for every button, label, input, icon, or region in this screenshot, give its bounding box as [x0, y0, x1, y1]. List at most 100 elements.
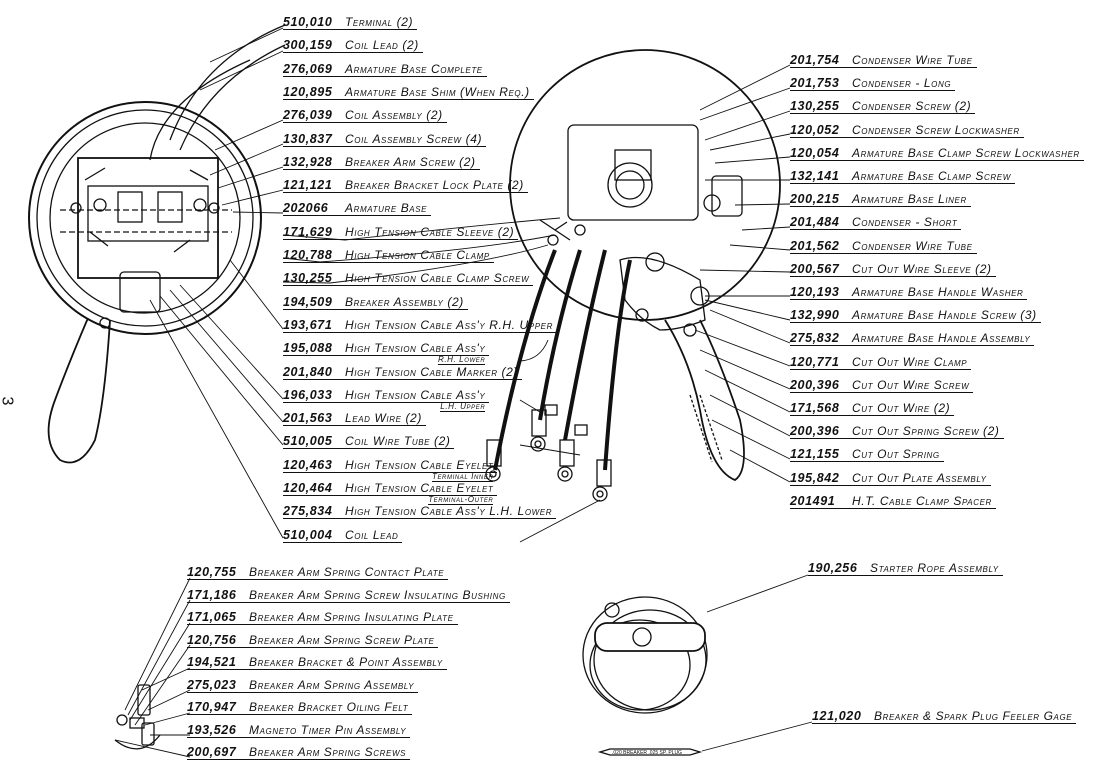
part-name: High Tension Cable Eyelet: [345, 457, 494, 472]
part-name: High Tension Cable Sleeve (2): [345, 224, 515, 239]
part-number: 275,832: [790, 331, 840, 346]
part-name: Breaker Arm Spring Screws: [249, 745, 407, 759]
part-name: Armature Base Clamp Screw: [852, 169, 1011, 183]
part-label: 201491 H.T. Cable Clamp Spacer: [790, 494, 996, 509]
part-number: 171,065: [187, 610, 237, 624]
part-number: 132,928: [283, 154, 333, 169]
part-name: High Tension Cable Ass'y: [345, 387, 486, 402]
part-label: 130,255 High Tension Cable Clamp Screw: [283, 271, 534, 287]
part-number: 120,464: [283, 481, 333, 495]
part-name: Condenser - Short: [852, 215, 958, 230]
part-subname: R.H. Lower: [437, 355, 486, 366]
part-name: Lead Wire (2): [345, 411, 422, 426]
part-number: 201,840: [283, 364, 333, 379]
part-number: 171,186: [187, 587, 237, 602]
part-name: High Tension Cable Eyelet: [345, 481, 494, 495]
part-number: 194,521: [187, 655, 237, 669]
part-label: 194,509 Breaker Assembly (2): [283, 295, 468, 310]
part-number: 275,023: [187, 677, 237, 692]
part-name: Coil Lead: [345, 527, 399, 542]
part-name: High Tension Cable Ass'y: [345, 341, 486, 356]
part-number: 200,396: [790, 377, 840, 392]
part-number: 120,771: [790, 354, 840, 369]
part-name: Breaker & Spark Plug Feeler Gage: [874, 709, 1073, 723]
part-name: Armature Base Handle Assembly: [852, 331, 1031, 346]
part-name: Armature Base Liner: [852, 192, 967, 207]
part-name: Cut Out Wire Sleeve (2): [852, 261, 992, 276]
part-name: Magneto Timer Pin Assembly: [249, 722, 407, 737]
part-number: 120,052: [790, 122, 840, 137]
part-number: 130,837: [283, 131, 333, 146]
part-number: 130,255: [790, 99, 840, 114]
part-name: High Tension Cable Clamp Screw: [345, 271, 530, 286]
part-number: 196,033: [283, 387, 333, 402]
part-number: 170,947: [187, 700, 237, 714]
part-label: 275,023 Breaker Arm Spring Assembly: [187, 677, 419, 693]
part-name: Cut Out Spring: [852, 447, 940, 462]
part-number: 202066: [283, 201, 329, 216]
part-name: Breaker Bracket Lock Plate (2): [345, 178, 524, 193]
part-number: 193,671: [283, 317, 333, 332]
part-name: Condenser Screw (2): [852, 99, 972, 114]
part-number: 130,255: [283, 271, 333, 286]
part-number: 195,842: [790, 470, 840, 485]
part-number: 195,088: [283, 341, 333, 356]
part-name: Breaker Arm Spring Assembly: [249, 677, 415, 692]
part-name: Condenser Wire Tube: [852, 53, 973, 67]
part-name: Terminal (2): [345, 15, 414, 29]
part-number: 121,020: [812, 709, 862, 723]
part-name: Starter Rope Assembly: [870, 561, 999, 575]
part-number: 171,568: [790, 401, 840, 415]
part-label: 276,039 Coil Assembly (2): [283, 108, 447, 124]
feeler-gage-label: 121,020 Breaker & Spark Plug Feeler Gage: [812, 709, 1077, 724]
part-name: Armature Base Handle Washer: [852, 285, 1024, 299]
part-name: Cut Out Spring Screw (2): [852, 424, 1000, 439]
part-subname: L.H. Upper: [440, 401, 486, 412]
part-number: 201491: [790, 493, 836, 508]
part-name: Armature Base Complete: [345, 61, 483, 76]
breaker-arm-parts: [114, 684, 161, 750]
part-name: High Tension Cable Marker (2): [345, 364, 518, 379]
part-number: 510,005: [283, 434, 333, 449]
part-name: Breaker Arm Spring Screw Plate: [249, 632, 435, 647]
part-number: 194,509: [283, 294, 333, 309]
part-number: 120,788: [283, 248, 333, 262]
part-name: H.T. Cable Clamp Spacer: [852, 493, 992, 508]
part-subname: Terminal Inner: [431, 471, 494, 482]
part-name: Breaker Bracket Oiling Felt: [249, 700, 409, 714]
part-number: 120,755: [187, 565, 237, 579]
part-name: Armature Base: [345, 201, 428, 216]
part-number: 276,039: [283, 108, 333, 123]
part-name: Coil Assembly (2): [345, 108, 443, 123]
starter-rope-drawing: [582, 574, 809, 714]
part-name: Breaker Assembly (2): [345, 294, 464, 309]
part-number: 120,895: [283, 84, 333, 99]
